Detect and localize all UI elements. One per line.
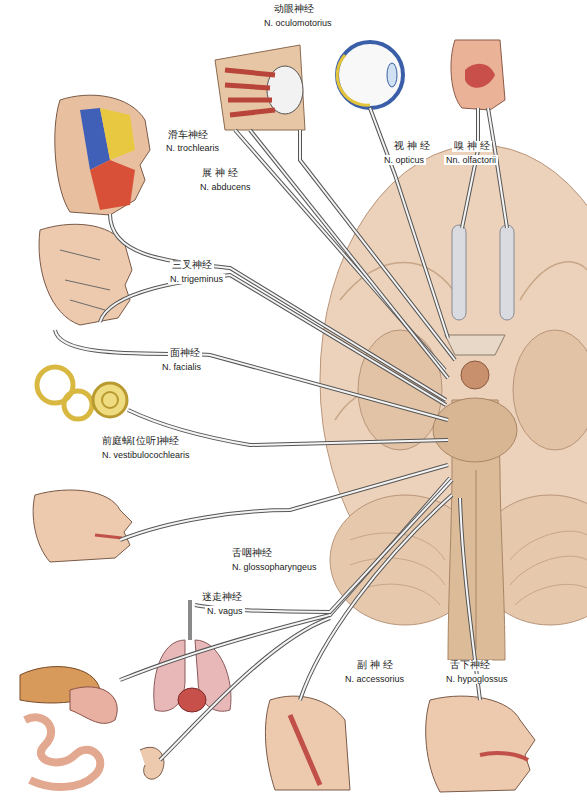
heart <box>178 688 206 712</box>
viscera-figure <box>20 667 117 787</box>
ear-figure <box>37 367 127 419</box>
nerve-name-chinese: 展 神 经 <box>200 168 240 179</box>
nerve-name-latin: Nn. olfactorii <box>444 155 498 165</box>
nerve-branch <box>60 250 110 310</box>
tongue <box>95 535 122 538</box>
head-zones-figure <box>55 95 150 215</box>
nose-figure <box>451 40 505 110</box>
hypophysis <box>461 361 489 389</box>
tongue-figure <box>426 696 535 792</box>
nerve-fibers <box>55 108 507 760</box>
intestine <box>25 717 100 787</box>
olfactory-tract <box>500 225 514 320</box>
head <box>55 95 150 215</box>
face <box>33 490 132 562</box>
face <box>426 696 535 792</box>
ear <box>140 747 164 779</box>
nerve-name-latin: N. trochlearis <box>164 143 221 153</box>
nerve-zone <box>100 108 135 160</box>
nerve-name-chinese: 视 神 经 <box>392 141 432 152</box>
nerve-name-latin: N. vestibulocochlearis <box>100 450 192 460</box>
nerve-name-chinese: 三叉神经 <box>170 260 214 271</box>
folia <box>350 533 445 605</box>
nerve-fiber <box>120 465 448 540</box>
nerve-fiber <box>370 108 448 338</box>
nerve-outline <box>462 108 478 228</box>
pons <box>433 398 517 462</box>
neck-figure <box>265 696 350 790</box>
trachea <box>188 600 192 640</box>
nerve-outline <box>100 275 446 405</box>
neck <box>265 696 350 790</box>
nerve-name-latin: N. abducens <box>198 182 253 192</box>
nerve-name-latin: N. opticus <box>382 155 426 165</box>
nerve-name-latin: N. accessorius <box>343 674 406 684</box>
nerve-name-latin: N. trigeminus <box>168 274 225 284</box>
eye-muscle <box>225 70 275 115</box>
nerve-name-chinese: 副 神 经 <box>355 660 395 671</box>
nerve-outline <box>120 465 448 540</box>
sulcus <box>520 262 587 300</box>
nerve-name-chinese: 舌下神经 <box>448 660 492 671</box>
nerve-outline <box>488 108 507 228</box>
nerve-name-chinese: 嗅 神 经 <box>452 141 492 152</box>
nerve-fiber <box>300 495 452 700</box>
nerve-fiber <box>100 275 446 405</box>
nerve-fiber <box>120 478 450 680</box>
jaw-figure <box>33 490 132 562</box>
nerve-name-chinese: 面神经 <box>168 348 202 359</box>
cochlea <box>93 383 127 417</box>
nerve-fiber <box>488 108 507 228</box>
nerve-outline <box>370 108 448 338</box>
nerve-name-latin: N. oculomotorius <box>262 18 334 28</box>
nerve-name-chinese: 前庭蜗[位听]神经 <box>100 436 181 447</box>
nerve-outline <box>300 495 452 700</box>
lens <box>387 63 397 87</box>
olfactory-tract <box>452 225 466 320</box>
nerve-fiber <box>462 108 478 228</box>
orbit <box>215 45 305 130</box>
nerve-outline <box>195 480 452 612</box>
nerve-name-latin: N. facialis <box>160 362 203 372</box>
muscle <box>290 715 320 785</box>
nerve-fiber <box>195 480 452 612</box>
eye-figure <box>337 42 403 108</box>
folia <box>510 531 587 605</box>
nerve-outline <box>120 478 450 680</box>
nose <box>451 40 505 110</box>
nasal-cavity <box>465 64 495 88</box>
retina <box>337 55 370 105</box>
semicircular-canal <box>64 391 92 419</box>
nerve-name-latin: N. hypoglossus <box>444 674 510 684</box>
median-fissure <box>476 470 477 650</box>
nerve-zone <box>90 160 135 210</box>
nerve-name-chinese: 滑车神经 <box>166 130 210 141</box>
orbit-figure <box>215 45 305 130</box>
temporal-lobe <box>513 330 587 450</box>
nerve-name-latin: N. glossopharyngeus <box>230 562 319 572</box>
optic-chiasm <box>445 335 505 355</box>
nerve-name-chinese: 舌咽神经 <box>230 548 274 559</box>
nerve-name-chinese: 迷走神经 <box>200 592 244 603</box>
nerve-name-latin: N. vagus <box>205 606 245 616</box>
cochlea <box>102 392 118 408</box>
tongue <box>480 753 528 760</box>
sclera <box>337 42 403 108</box>
thorax-figure <box>140 600 231 779</box>
stomach <box>70 687 117 723</box>
nerve-name-chinese: 动眼神经 <box>272 4 316 15</box>
nerve-fiber <box>55 330 448 420</box>
nerve-outline <box>55 330 448 420</box>
